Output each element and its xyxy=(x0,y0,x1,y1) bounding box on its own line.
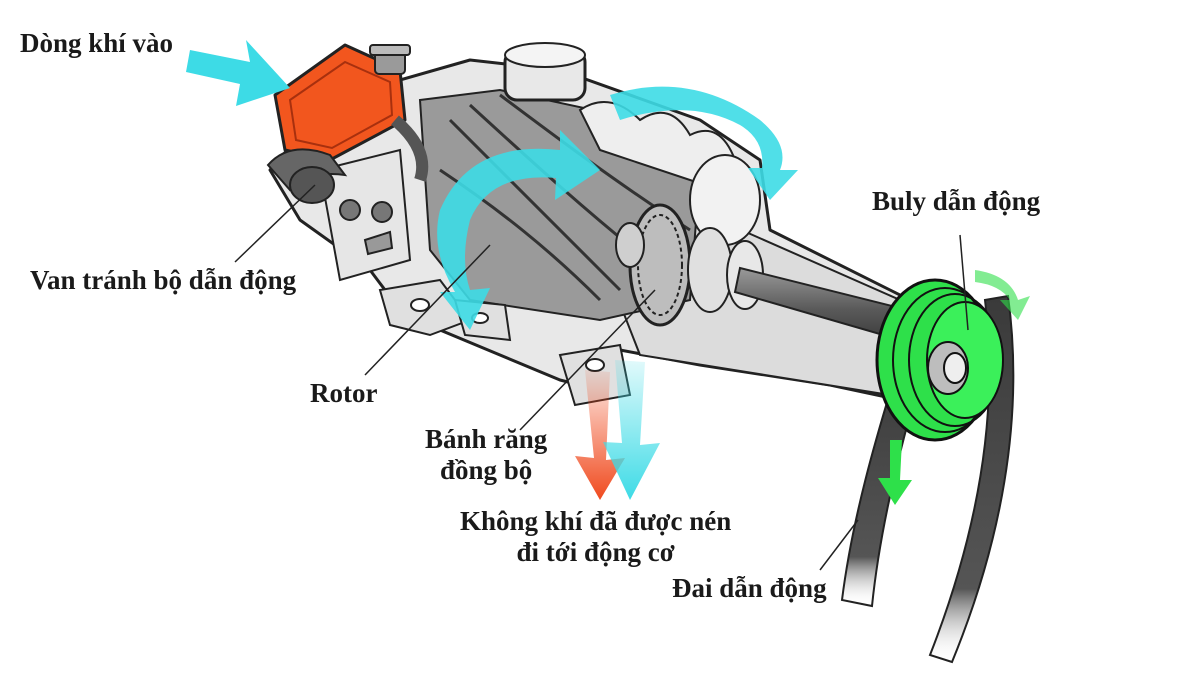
label-timing-gear-line2: đồng bộ xyxy=(439,455,533,486)
outlet-arrows xyxy=(575,360,660,500)
label-drive-belt: Đai dẫn động xyxy=(672,573,827,603)
leader-lines xyxy=(234,184,969,571)
label-compressed-air-line2: đi tới động cơ xyxy=(516,537,675,568)
label-compressed-air: Không khí đã được nén đi tới động cơ xyxy=(460,506,731,568)
air-intake-arrow xyxy=(186,40,290,106)
intake-cover xyxy=(273,43,411,162)
label-timing-gear-line1: Bánh răng xyxy=(425,424,548,454)
label-drive-pulley: Buly dẫn động xyxy=(872,186,1041,216)
side-plate xyxy=(318,148,412,282)
label-air-in: Dòng khí vào xyxy=(20,28,174,58)
label-bypass-valve: Van tránh bộ dẫn động xyxy=(30,265,297,295)
bypass-valve xyxy=(266,115,429,204)
drive-pulley xyxy=(875,278,1004,442)
label-compressed-air-line1: Không khí đã được nén xyxy=(460,506,732,536)
label-rotor: Rotor xyxy=(310,378,378,408)
rotor-swirl-arrow xyxy=(437,130,600,330)
pulley-rotation-arrows xyxy=(878,270,1030,505)
top-swirl-arrow xyxy=(610,86,798,200)
label-timing-gear: Bánh răng đồng bộ xyxy=(425,424,547,486)
